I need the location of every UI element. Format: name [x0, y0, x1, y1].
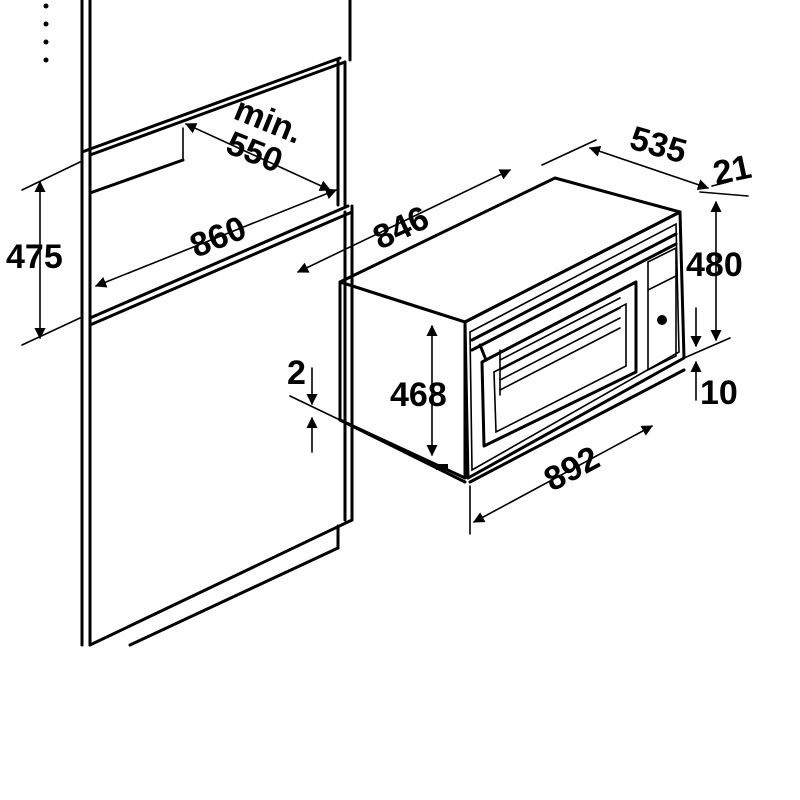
dim-niche-height: 475	[6, 238, 63, 276]
cabinet	[43, 0, 354, 647]
dim-niche-width: 860	[185, 209, 252, 265]
dim-gap-top: 2	[287, 354, 306, 392]
control-knob-icon	[657, 315, 667, 325]
dim-body-height: 468	[390, 376, 447, 414]
oven-rack	[499, 297, 621, 396]
dimension-lines	[21, 123, 749, 535]
dim-gap-bottom: 10	[700, 374, 738, 412]
dim-front-thickness: 21	[710, 148, 755, 193]
dim-front-height: 480	[686, 246, 743, 284]
dim-front-width: 892	[538, 439, 606, 499]
dim-oven-depth: 846	[367, 199, 434, 257]
dotted-line	[43, 3, 49, 63]
